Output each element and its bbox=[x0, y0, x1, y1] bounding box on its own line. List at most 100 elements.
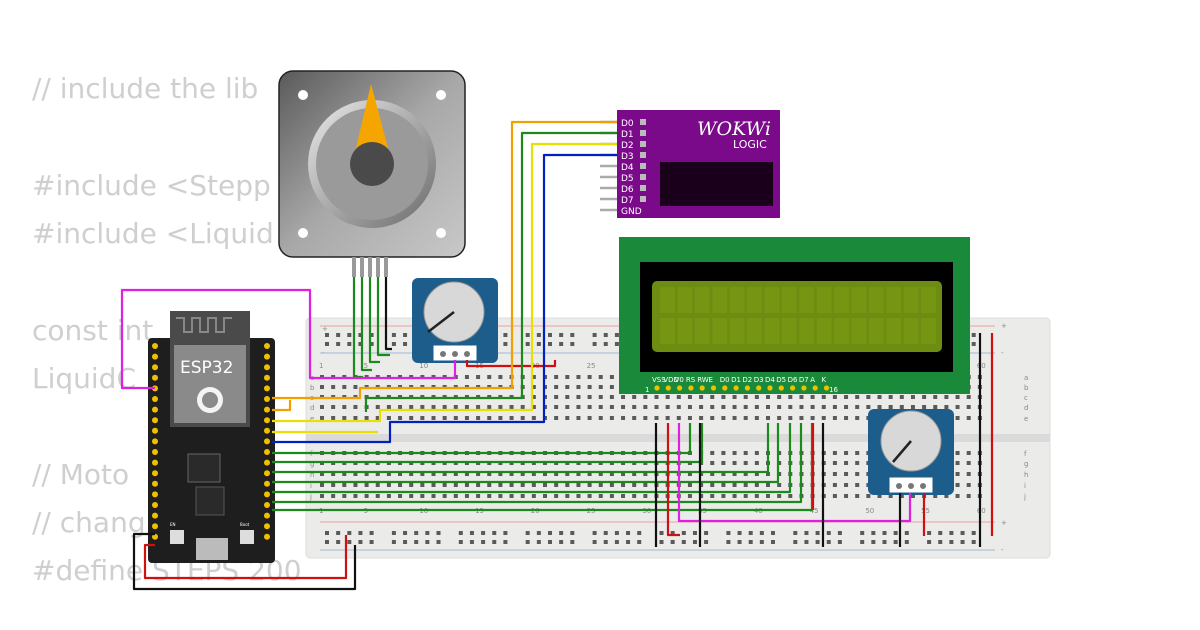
lcd-pin-label: V0 bbox=[675, 376, 684, 384]
pot-pin-vcc: VCC bbox=[919, 477, 928, 482]
logic-pin-label: GND bbox=[621, 207, 642, 217]
lcd-pin-label: D5 bbox=[776, 376, 786, 384]
row-letter: e bbox=[1024, 415, 1028, 423]
logic-pin-label: D2 bbox=[621, 141, 634, 151]
stepper-motor[interactable] bbox=[278, 70, 466, 277]
lcd-pin-label: D6 bbox=[788, 376, 798, 384]
lcd-pin-label: RS bbox=[686, 376, 696, 384]
wire-green bbox=[272, 423, 770, 474]
row-letter: f bbox=[1024, 450, 1027, 458]
wire-magenta bbox=[677, 423, 912, 523]
logic-pin-label: D5 bbox=[621, 174, 634, 184]
column-number: 60 bbox=[977, 507, 986, 515]
stepper-needle bbox=[356, 84, 388, 148]
background-code: // include the lib #include <Stepp #incl… bbox=[32, 72, 302, 587]
row-letter: h bbox=[310, 471, 314, 479]
pot-pin-sig: SIG bbox=[451, 345, 458, 350]
pot-pin-gnd: GND bbox=[438, 345, 447, 350]
rail-minus-label: - bbox=[322, 349, 325, 357]
en-label: EN bbox=[170, 522, 176, 527]
lcd-pin-label: A bbox=[810, 376, 815, 384]
rail-minus-label: - bbox=[1001, 546, 1004, 554]
potentiometer-1[interactable]: GND SIG VCC bbox=[412, 278, 498, 363]
row-letter: b bbox=[310, 384, 315, 392]
logic-pin-label: D0 bbox=[621, 119, 634, 129]
lcd-pin-label: VDD bbox=[663, 376, 679, 384]
column-number: 10 bbox=[419, 362, 428, 370]
wire-black bbox=[132, 532, 357, 591]
row-letter: j bbox=[1023, 493, 1026, 501]
wire-green bbox=[272, 423, 704, 464]
mount-hole bbox=[436, 228, 446, 238]
logic-pin-label: D7 bbox=[621, 196, 634, 206]
wire-green bbox=[272, 423, 792, 494]
lcd-pin-1: 1 bbox=[645, 386, 649, 394]
code-line: // include the lib bbox=[32, 72, 258, 105]
usb-port bbox=[196, 538, 228, 560]
column-number: 45 bbox=[810, 507, 819, 515]
rail-plus-label: + bbox=[322, 325, 328, 333]
mount-hole bbox=[298, 228, 308, 238]
lcd-pin-label: K bbox=[822, 376, 827, 384]
lcd-pin-label: D7 bbox=[799, 376, 809, 384]
wires bbox=[120, 120, 994, 591]
boot-label: Boot bbox=[240, 522, 250, 527]
wire-green bbox=[272, 423, 780, 484]
boot-button[interactable] bbox=[240, 530, 254, 544]
rail-plus-label: + bbox=[1001, 519, 1007, 527]
code-line: // Moto bbox=[32, 458, 129, 491]
pot-pin-sig: SIG bbox=[907, 477, 914, 482]
column-number: 55 bbox=[921, 507, 930, 515]
logic-pin-label: D1 bbox=[621, 130, 634, 140]
wire-green bbox=[376, 277, 390, 357]
logic-display bbox=[660, 162, 773, 206]
en-button[interactable] bbox=[170, 530, 184, 544]
logic-pin-label: D4 bbox=[621, 163, 634, 173]
lcd-pin-label: D1 bbox=[731, 376, 741, 384]
rail-plus-label: + bbox=[1001, 322, 1007, 330]
column-number: 60 bbox=[977, 362, 986, 370]
wire-green bbox=[360, 277, 372, 372]
column-number: 5 bbox=[364, 362, 368, 370]
row-letter: e bbox=[310, 415, 314, 423]
wire-green bbox=[368, 277, 380, 364]
row-letter: g bbox=[310, 460, 314, 468]
lcd-pin-label: E bbox=[709, 376, 713, 384]
pot-pin-vcc: VCC bbox=[463, 345, 472, 350]
esp32-devkit[interactable]: ESP32 Boot EN bbox=[148, 311, 275, 563]
wire-orange bbox=[272, 400, 292, 412]
wire-magenta bbox=[120, 288, 457, 390]
stepper-shaft bbox=[350, 142, 394, 186]
wire-green bbox=[272, 423, 692, 455]
row-letter: i bbox=[310, 482, 312, 490]
logic-pin-label: D6 bbox=[621, 185, 634, 195]
esp32-label: ESP32 bbox=[180, 358, 233, 378]
wire-black bbox=[384, 277, 392, 351]
lcd-pin-16: 16 bbox=[829, 386, 838, 394]
mount-hole bbox=[298, 90, 308, 100]
lcd-pin-label: RW bbox=[697, 376, 709, 384]
wire-red bbox=[143, 535, 348, 580]
code-line: #include <Liquid bbox=[32, 217, 274, 250]
row-letter: d bbox=[310, 404, 314, 412]
logic-brand: WOKWi bbox=[697, 118, 771, 140]
column-number: 25 bbox=[587, 362, 596, 370]
rail-minus-label: - bbox=[1001, 349, 1004, 357]
logic-sub: LOGIC bbox=[733, 138, 767, 151]
wire-red bbox=[666, 423, 680, 537]
lcd-pin-label: D2 bbox=[742, 376, 752, 384]
code-line: // chang bbox=[32, 506, 146, 539]
wire-yellow bbox=[272, 142, 617, 423]
row-letter: j bbox=[309, 493, 312, 501]
row-letter: g bbox=[1024, 460, 1028, 468]
potentiometer-2[interactable]: GND SIG VCC bbox=[868, 409, 954, 495]
lcd-pin-label: D4 bbox=[765, 376, 775, 384]
wire-green bbox=[272, 423, 803, 504]
logic-pin-label: D3 bbox=[621, 152, 634, 162]
row-letter: c bbox=[1024, 394, 1028, 402]
row-letter: d bbox=[1024, 404, 1028, 412]
esp32-pins bbox=[152, 343, 270, 540]
